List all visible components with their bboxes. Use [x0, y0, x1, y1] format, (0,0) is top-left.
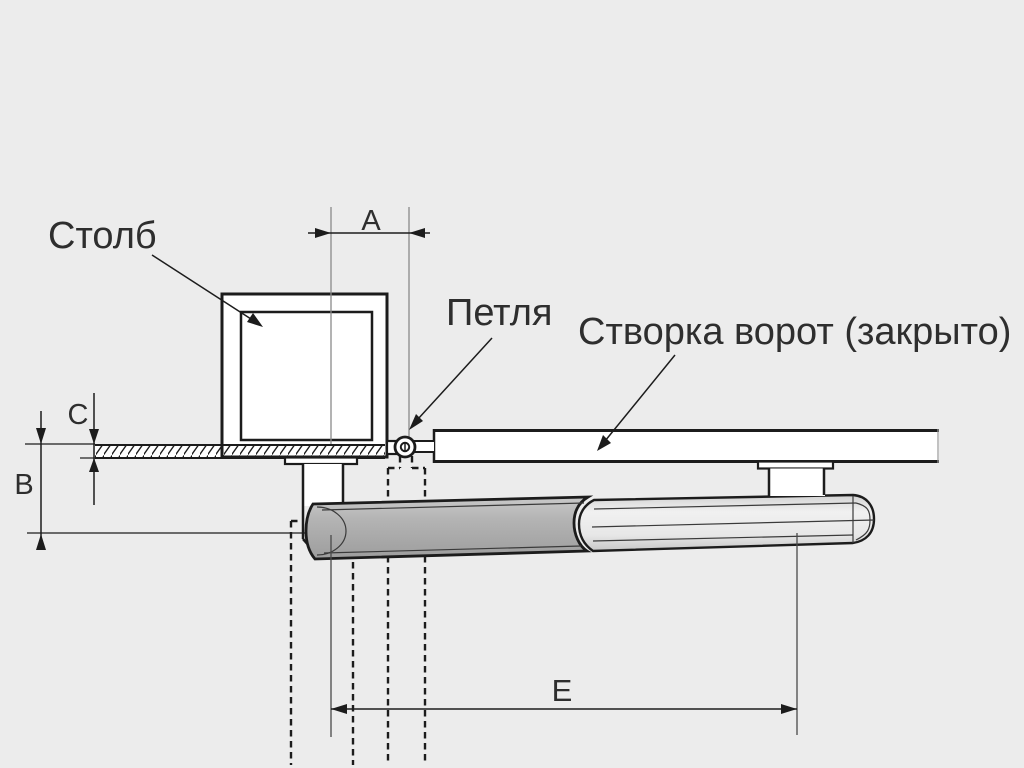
- arrowhead-down-icon: [36, 428, 46, 444]
- arrowhead-up-icon: [36, 534, 46, 550]
- annotation-post: Столб: [48, 215, 263, 327]
- annotation-gate-leaf: Створка ворот (закрыто): [578, 311, 1011, 451]
- actuator-rod-endcap-face: [855, 502, 871, 541]
- dimension-e-label: E: [552, 673, 573, 708]
- actuator-rod-facet-line-2: [591, 519, 875, 528]
- arrowhead-right-icon: [781, 704, 797, 714]
- leader-arrowhead-icon: [409, 414, 423, 430]
- reference-lines: [25, 443, 311, 534]
- annotation-hinge: Петля: [409, 292, 553, 430]
- arrowhead-up-icon: [89, 458, 99, 472]
- dimension-e: E: [330, 533, 798, 737]
- rear-bracket: [283, 456, 359, 549]
- dimension-c: C: [68, 393, 99, 505]
- actuator-rod-facet-line-3: [592, 534, 854, 542]
- dimension-a: A: [308, 205, 430, 444]
- leader-line: [604, 354, 676, 442]
- hinge-link: [413, 440, 434, 453]
- post-label: Столб: [48, 215, 157, 257]
- arrowhead-left-icon: [409, 228, 425, 238]
- actuator-rod: [577, 493, 876, 553]
- leader-arrowhead-icon: [597, 435, 611, 451]
- actuator-body-contour-bottom: [323, 545, 582, 554]
- dimension-b-label: B: [14, 469, 33, 501]
- gate-bracket-plate: [756, 460, 835, 470]
- post-inner-square: [239, 310, 374, 442]
- wall-hatching: [95, 445, 385, 458]
- actuator-body-contour-top: [321, 502, 585, 511]
- arrowhead-down-icon: [89, 429, 99, 444]
- post-base-plate: [283, 456, 359, 466]
- gate-leaf-body: [433, 429, 939, 463]
- dimension-c-label: C: [68, 399, 89, 431]
- rear-bracket-body: [303, 464, 343, 506]
- post-outer-square: [220, 292, 389, 459]
- dimension-b: B: [14, 411, 46, 550]
- hinge-pivot-inner: [399, 441, 411, 453]
- hinge-assembly: [385, 435, 434, 459]
- gate-leaf-label: Створка ворот (закрыто): [578, 311, 1011, 353]
- gate-leaf: [432, 429, 939, 463]
- actuator-body-silhouette: [304, 495, 594, 561]
- leader-line: [151, 254, 252, 320]
- gate-bracket: [756, 460, 835, 497]
- leader-arrowhead-icon: [247, 313, 263, 327]
- dimension-a-label: A: [361, 205, 381, 237]
- actuator-rod-facet-line-1: [593, 502, 857, 510]
- actuator-body: [304, 495, 594, 561]
- leader-line: [417, 337, 493, 420]
- gate-bracket-column: [768, 468, 825, 496]
- arrowhead-left-icon: [331, 704, 347, 714]
- arrowhead-right-icon: [315, 228, 331, 238]
- hinge-label: Петля: [446, 292, 553, 334]
